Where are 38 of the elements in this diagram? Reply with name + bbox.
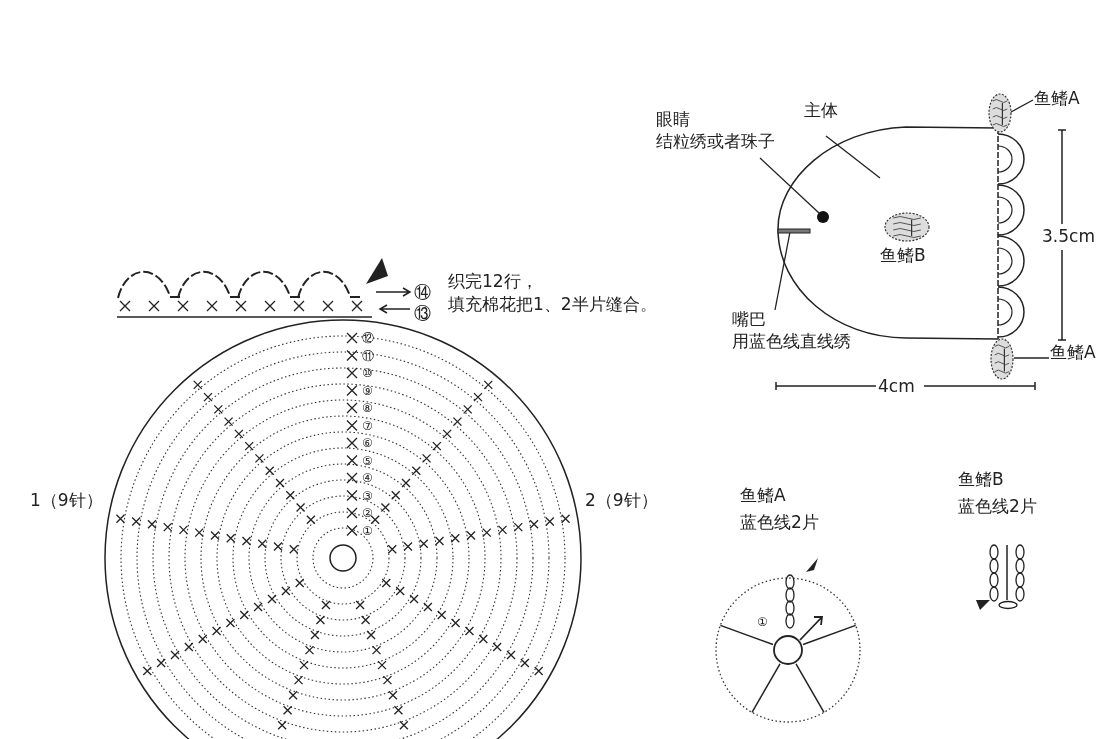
eye-note: 结粒绣或者珠子 (656, 130, 775, 152)
row-number: ② (362, 506, 373, 520)
dimension-label: 3.5cm (1042, 225, 1095, 247)
note-text: 织完12行， (448, 270, 538, 292)
piece-label: 1（9针） (30, 489, 103, 511)
note-text: 填充棉花把1、2半片缝合。 (448, 293, 657, 315)
row-number: ⑬ (414, 302, 431, 324)
row-number: ④ (362, 471, 373, 485)
fin-label: 鱼鳍A (1050, 341, 1096, 363)
eye-note: 眼睛 (656, 108, 691, 130)
fin-label: 鱼鳍B (880, 244, 926, 266)
row-number: ③ (362, 488, 373, 503)
row-number: ⑪ (362, 348, 374, 363)
mouth-note: 用蓝色线直线绣 (732, 330, 851, 352)
row-number: ⑨ (362, 383, 373, 398)
row-number: ① (362, 523, 373, 538)
row-number: ⑥ (362, 436, 373, 450)
piece-label: 2（9针） (585, 489, 658, 511)
leader-line (759, 157, 820, 214)
leader-line (825, 135, 881, 179)
leader-line (1013, 357, 1050, 359)
piece-note: 蓝色线2片 (958, 495, 1037, 517)
piece-title: 鱼鳍B (958, 468, 1004, 490)
row-number: ⑤ (362, 453, 373, 468)
row-number: ⑩ (362, 366, 373, 380)
piece-title: 鱼鳍A (740, 484, 786, 506)
row-number: ⑧ (362, 401, 373, 415)
row-number: ① (757, 615, 768, 629)
piece-note: 蓝色线2片 (740, 511, 819, 533)
dimension-label: 4cm (878, 375, 915, 397)
row-number: ⑭ (414, 281, 431, 303)
fin-label: 鱼鳍A (1034, 87, 1080, 109)
row-number: ⑫ (362, 331, 374, 345)
leader-line (774, 231, 791, 311)
mouth-note: 嘴巴 (732, 308, 767, 330)
body-label: 主体 (804, 99, 838, 121)
row-number: ⑦ (362, 418, 373, 433)
leader-line (1010, 99, 1034, 113)
